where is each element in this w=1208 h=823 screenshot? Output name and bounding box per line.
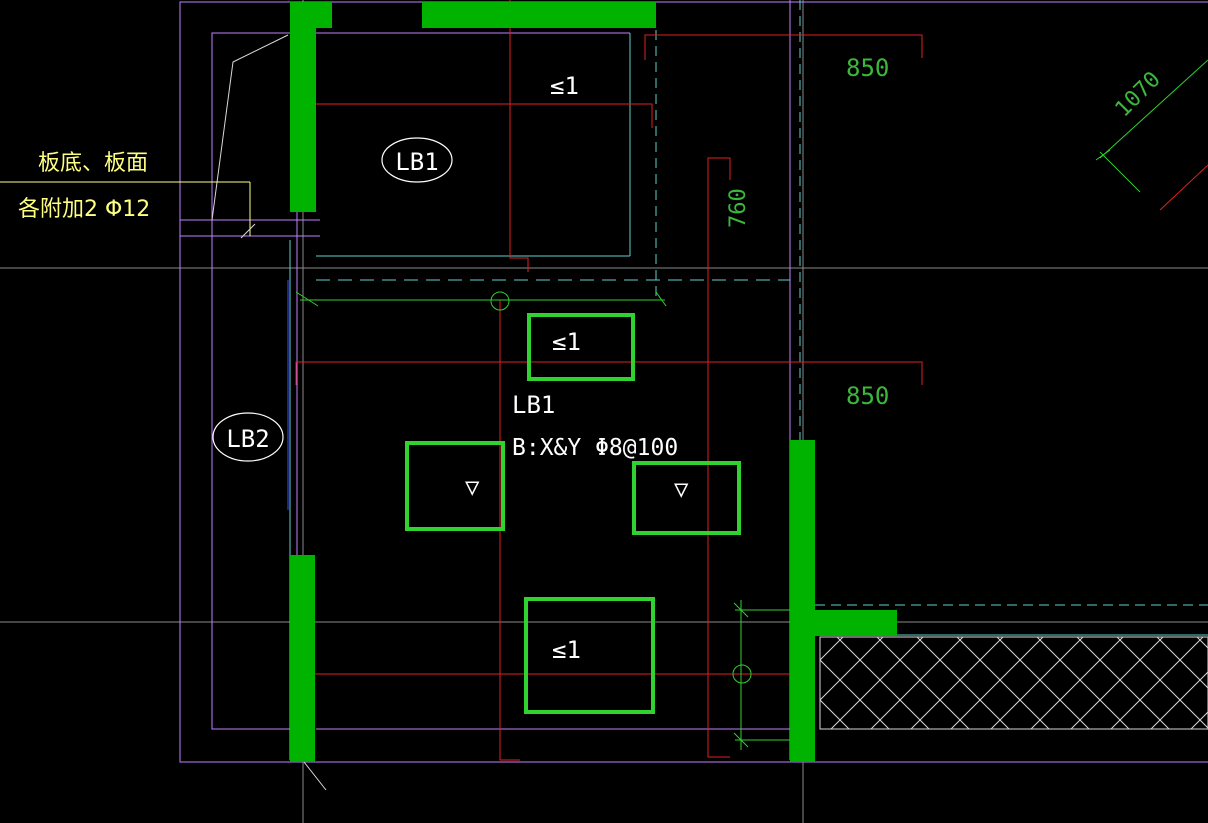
lb2-tag-ellipse (212, 412, 284, 462)
section-cut-lines (0, 34, 327, 791)
slab-rebar-spec: B:X&Y Φ8@100 (512, 435, 678, 461)
dimension-lines (240, 59, 1208, 750)
opening-box-bottom (524, 597, 655, 714)
hatched-slab-area (819, 636, 1208, 730)
dimension-mid-850: 850 (846, 382, 889, 410)
drop-mark-right: ▽ (674, 475, 689, 503)
opening-box-left (405, 441, 505, 531)
dimension-vertical-760: 760 (726, 188, 751, 228)
opening-box-top (527, 313, 635, 381)
note-line-2: 各附加2 Φ12 (18, 197, 150, 222)
dimension-top-850: 850 (846, 54, 889, 82)
lb1-tag: LB1 (395, 148, 438, 176)
lb1-tag-ellipse (381, 137, 453, 183)
note-line-1: 板底、板面 (38, 151, 148, 176)
opening-highlight-boxes (405, 313, 741, 714)
lb2-tag: LB2 (226, 425, 269, 453)
step-mark-center: ≤1 (552, 328, 581, 356)
opening-box-right (632, 461, 741, 535)
drop-mark-left: ▽ (465, 473, 480, 501)
slab-name: LB1 (512, 391, 555, 419)
step-mark-top: ≤1 (550, 72, 579, 100)
step-mark-bottom: ≤1 (552, 636, 581, 664)
shear-walls (290, 2, 897, 762)
